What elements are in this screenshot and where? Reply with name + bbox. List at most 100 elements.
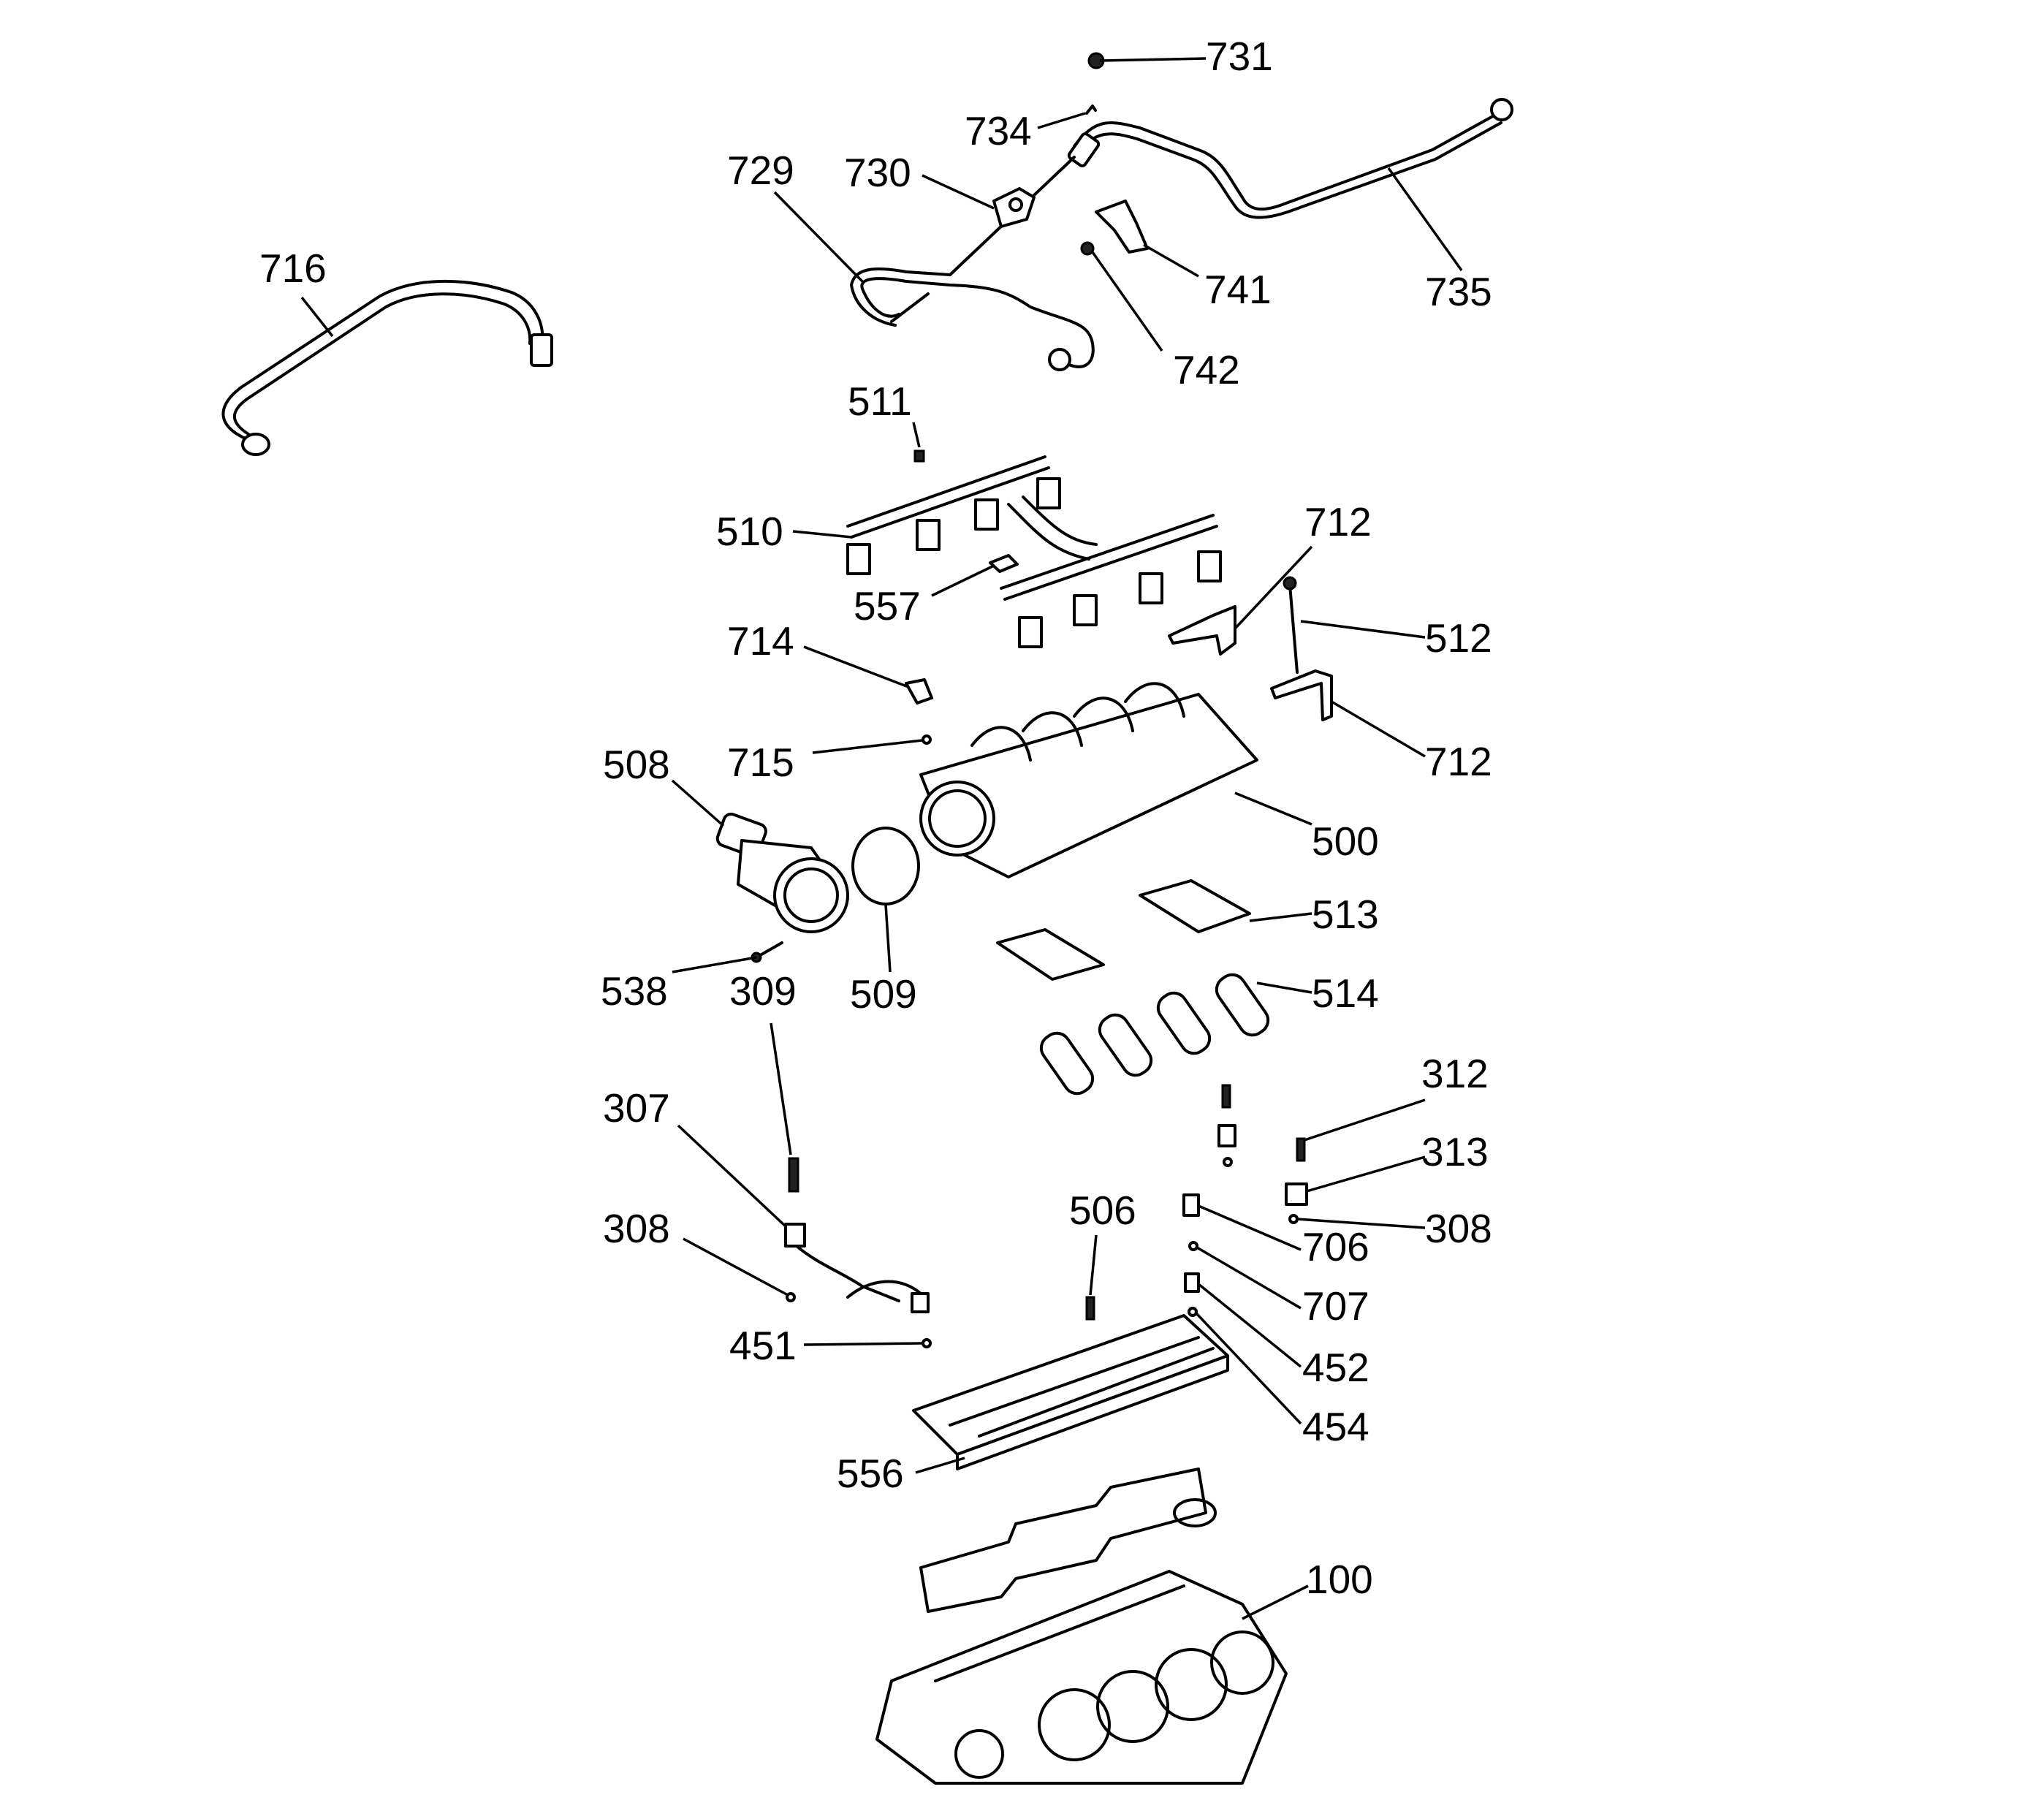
part-307-sensor	[784, 1223, 930, 1313]
part-730-clip	[992, 187, 1036, 228]
leader-735	[1387, 167, 1463, 272]
callout-452: 452	[1302, 1345, 1369, 1390]
leader-716	[300, 296, 334, 338]
part-741-bracket	[1095, 200, 1149, 254]
callout-712a: 712	[1304, 499, 1372, 544]
part-506-bolt	[1085, 1296, 1095, 1321]
leader-510	[792, 530, 852, 539]
part-500-intake-manifold	[919, 682, 1258, 878]
leader-lines	[300, 57, 1463, 1620]
part-312-bolt	[1296, 1137, 1306, 1162]
callout-509: 509	[850, 971, 917, 1017]
part-451-oring	[922, 1338, 932, 1348]
callout-706: 706	[1302, 1224, 1369, 1269]
leader-556	[915, 1457, 965, 1474]
callout-707: 707	[1302, 1283, 1369, 1329]
part-308-oring-right	[1288, 1214, 1299, 1224]
part-734-clip	[1085, 105, 1097, 115]
callout-742: 742	[1173, 347, 1240, 392]
leader-451	[803, 1342, 923, 1346]
part-509-gasket	[851, 827, 920, 906]
callout-557: 557	[854, 583, 921, 629]
callout-307: 307	[603, 1085, 670, 1131]
part-556-valley-cover	[912, 1314, 1229, 1470]
callout-716: 716	[259, 246, 327, 291]
leader-312	[1304, 1098, 1426, 1142]
leader-512	[1300, 620, 1426, 639]
part-712-upper-bracket	[1168, 605, 1236, 656]
part-512-stud	[1283, 576, 1299, 674]
leader-731	[1099, 57, 1207, 62]
callout-538: 538	[601, 968, 668, 1014]
part-742-bolt	[1080, 241, 1095, 256]
part-707-oring	[1188, 1241, 1198, 1251]
part-313-sensor	[1285, 1182, 1308, 1206]
part-514-gaskets	[1039, 973, 1270, 1096]
leader-513	[1249, 912, 1312, 922]
callout-313: 313	[1421, 1129, 1489, 1174]
part-511-bolt	[913, 449, 925, 463]
callout-731: 731	[1206, 34, 1273, 79]
part-712-lower-bracket	[1270, 669, 1333, 721]
part-452-fitting	[1184, 1272, 1200, 1293]
leader-742	[1091, 251, 1163, 352]
callout-741: 741	[1204, 267, 1272, 312]
callout-312: 312	[1421, 1051, 1489, 1096]
part-sensor-stack	[1217, 1084, 1236, 1167]
part-706-fitting	[1182, 1193, 1200, 1217]
leader-506	[1089, 1234, 1098, 1296]
callout-735: 735	[1425, 269, 1492, 314]
leader-100	[1242, 1584, 1309, 1620]
part-714-sensor	[905, 678, 933, 705]
callout-512: 512	[1425, 615, 1492, 661]
leader-714	[803, 645, 909, 688]
leader-715	[812, 739, 923, 754]
leader-557	[931, 565, 993, 597]
callout-714: 714	[727, 618, 794, 664]
part-454-oring	[1188, 1307, 1198, 1317]
callout-308b: 308	[1425, 1206, 1492, 1251]
leader-309	[770, 1022, 792, 1155]
leader-313	[1306, 1155, 1426, 1193]
leader-308b	[1296, 1218, 1426, 1229]
leader-500	[1234, 791, 1312, 826]
part-538-bolt	[751, 941, 783, 963]
leader-712a	[1234, 545, 1313, 630]
part-510-fuel-rail	[846, 455, 1222, 648]
callout-454: 454	[1302, 1404, 1369, 1449]
leader-729	[773, 191, 864, 283]
leader-511	[912, 422, 921, 448]
callout-451: 451	[729, 1323, 797, 1368]
callout-309: 309	[729, 968, 797, 1014]
callout-715: 715	[727, 740, 794, 785]
callout-734: 734	[965, 108, 1032, 153]
leader-308a	[683, 1237, 789, 1296]
leader-741	[1143, 243, 1199, 278]
leader-452	[1197, 1283, 1302, 1368]
callout-100: 100	[1306, 1557, 1373, 1602]
part-308-oring-left	[786, 1292, 796, 1302]
leader-707	[1196, 1246, 1302, 1310]
part-valley-gasket	[919, 1468, 1217, 1613]
callout-712b: 712	[1425, 739, 1492, 784]
leader-307	[677, 1124, 787, 1228]
part-557-bracket	[989, 554, 1019, 573]
part-100-engine-block	[875, 1570, 1288, 1785]
part-716-hose	[221, 279, 553, 456]
part-735-line	[1067, 98, 1513, 219]
leader-508	[671, 779, 725, 827]
part-309-bolt	[788, 1157, 799, 1193]
leader-712b	[1331, 700, 1426, 758]
callout-308a: 308	[603, 1206, 670, 1251]
callout-729: 729	[727, 148, 794, 193]
leader-509	[884, 904, 892, 973]
leader-454	[1195, 1312, 1302, 1425]
leader-730	[922, 174, 995, 210]
callout-508: 508	[603, 742, 670, 787]
part-508-throttle-body	[715, 812, 849, 933]
callout-511: 511	[848, 379, 912, 424]
leader-538	[672, 956, 757, 973]
leader-734	[1037, 112, 1086, 129]
leader-514	[1256, 982, 1312, 994]
